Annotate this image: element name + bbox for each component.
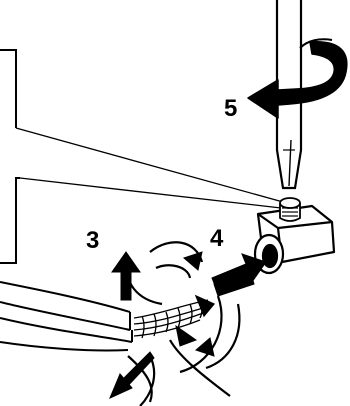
callout-bracket (0, 49, 20, 264)
insert-arrow (211, 253, 267, 297)
leader-lines (15, 127, 284, 209)
step-3-label: 3 (86, 227, 99, 254)
rotation-arrow (247, 38, 348, 119)
step-4-label: 4 (210, 225, 224, 252)
stripped-conductor (133, 294, 216, 339)
twist-arrowheads (109, 251, 215, 399)
set-screw (279, 197, 301, 222)
twist-arrows (126, 241, 241, 406)
step-5-label: 5 (224, 95, 237, 122)
insulated-wires (0, 281, 133, 352)
